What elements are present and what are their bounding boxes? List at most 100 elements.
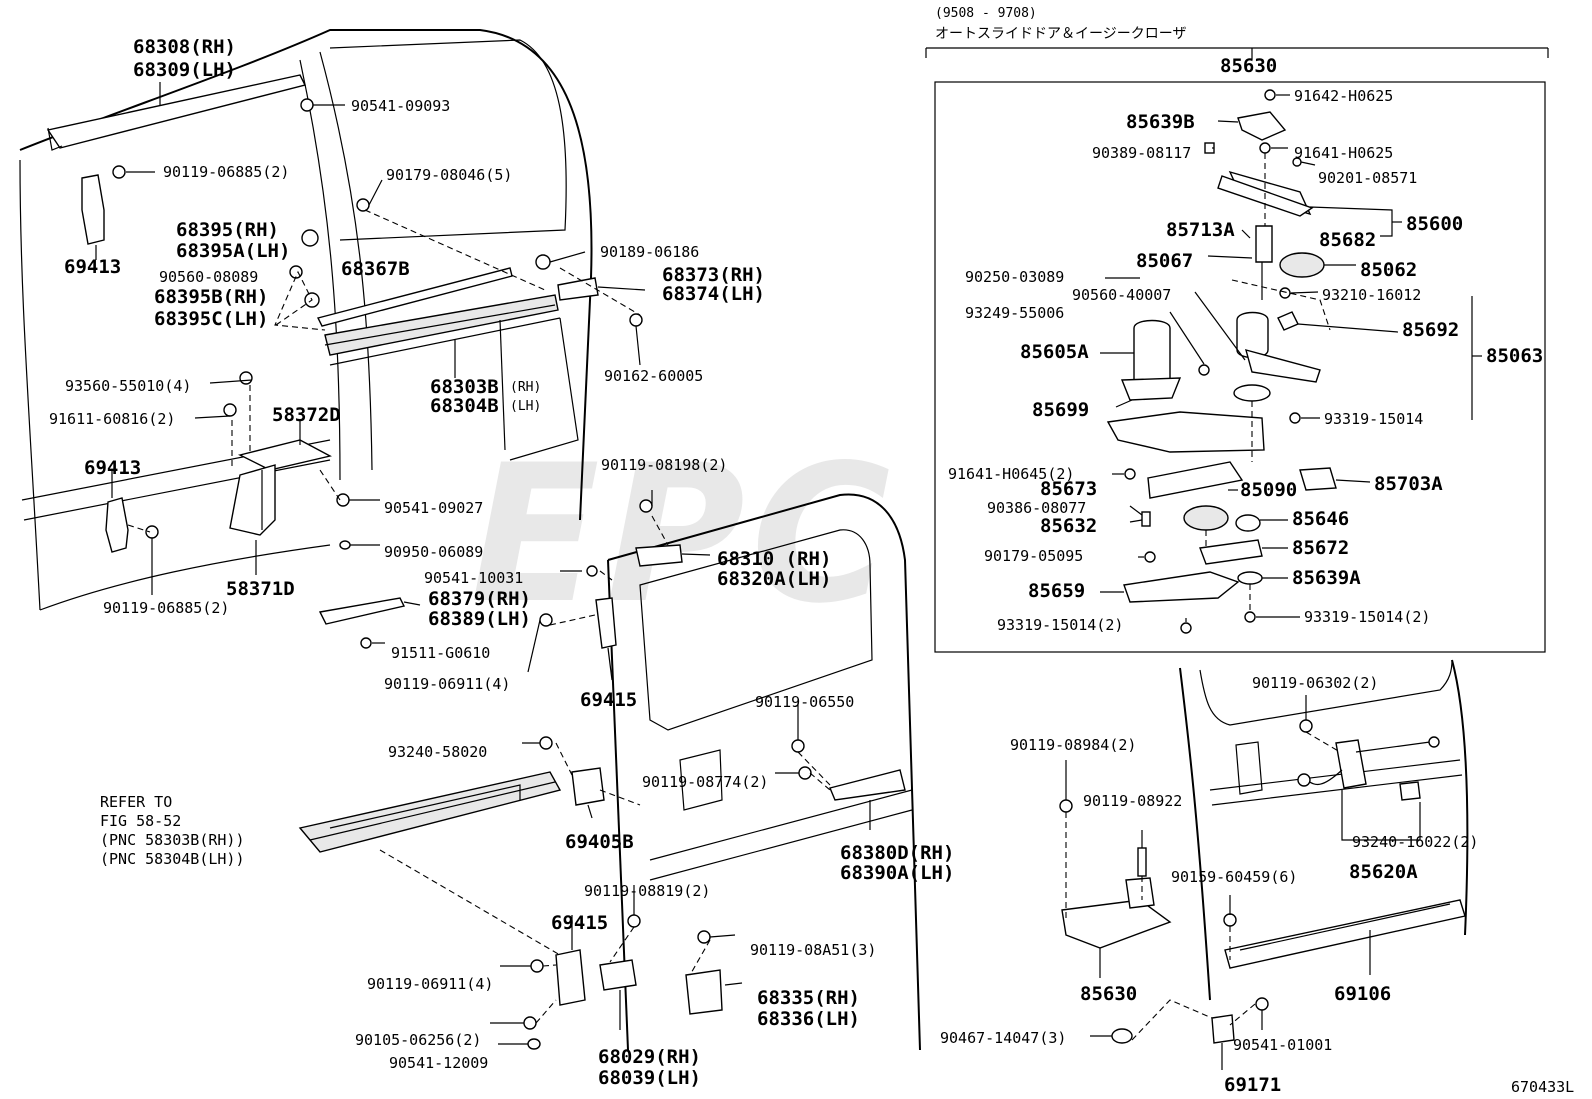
label-69415-upper: 69415 (580, 689, 637, 711)
labels-body: 68308(RH) 68309(LH) 90541-09093 90119-06… (49, 36, 765, 617)
label-90541-12009: 90541-12009 (389, 1054, 488, 1072)
label-85659: 85659 (1028, 580, 1085, 602)
label-68336: 68336(LH) (757, 1008, 860, 1030)
label-85692: 85692 (1402, 319, 1459, 341)
label-68309: 68309(LH) (133, 59, 236, 81)
label-90119-06302: 90119-06302(2) (1252, 674, 1378, 692)
label-85672: 85672 (1292, 537, 1349, 559)
label-68395B: 68395B(RH) (154, 286, 268, 308)
label-68395C: 68395C(LH) (154, 308, 268, 330)
lower-right-drawing (1059, 659, 1469, 1070)
label-93319-15014: 93319-15014 (1324, 410, 1423, 428)
refer-line-1: REFER TO (100, 793, 172, 811)
label-68389: 68389(LH) (428, 608, 531, 630)
label-90179-08046: 90179-08046(5) (386, 166, 512, 184)
label-90119-08922: 90119-08922 (1083, 792, 1182, 810)
label-58372D: 58372D (272, 404, 341, 426)
label-85639B: 85639B (1126, 111, 1195, 133)
label-85067: 85067 (1136, 250, 1193, 272)
label-68310: 68310 (RH) (717, 548, 831, 570)
inset-date-range: (9508 - 9708) (935, 6, 1037, 21)
refer-line-4: (PNC 58304B(LH)) (100, 850, 245, 868)
label-90119-08819: 90119-08819(2) (584, 882, 710, 900)
label-91511-G0610: 91511-G0610 (391, 644, 490, 662)
label-90119-06911-lower: 90119-06911(4) (367, 975, 493, 993)
label-69171: 69171 (1224, 1074, 1281, 1096)
label-93240-16022: 93240-16022(2) (1352, 833, 1478, 851)
label-93240-58020: 93240-58020 (388, 743, 487, 761)
label-90541-01001: 90541-01001 (1233, 1036, 1332, 1054)
label-90541-10031: 90541-10031 (424, 569, 523, 587)
label-85673: 85673 (1040, 478, 1097, 500)
inset-assembly-number: 85630 (1220, 55, 1277, 77)
label-91641-H0625: 91641-H0625 (1294, 144, 1393, 162)
label-68373: 68373(RH) (662, 264, 765, 286)
label-85639A: 85639A (1292, 567, 1361, 589)
label-85632: 85632 (1040, 515, 1097, 537)
label-90119-08774: 90119-08774(2) (642, 773, 768, 791)
label-90386-08077: 90386-08077 (987, 499, 1086, 517)
labels-door: 90119-08198(2) 68310 (RH) 68320A(LH) 905… (355, 456, 954, 1089)
label-93319-15014-left: 93319-15014(2) (997, 616, 1123, 634)
inset-header: (9508 - 9708) オートスライドドア＆イージークローザ 85630 (935, 6, 1277, 77)
label-85713A: 85713A (1166, 219, 1235, 241)
label-90179-05095: 90179-05095 (984, 547, 1083, 565)
label-91642-H0625: 91642-H0625 (1294, 87, 1393, 105)
label-90560-40007: 90560-40007 (1072, 286, 1171, 304)
label-85703A: 85703A (1374, 473, 1443, 495)
label-68303B-side: (RH) (510, 380, 541, 395)
figure-code: 670433L (1511, 1078, 1574, 1096)
refer-line-2: FIG 58-52 (100, 812, 181, 830)
label-85605A: 85605A (1020, 341, 1089, 363)
label-91611-60816: 91611-60816(2) (49, 410, 175, 428)
label-93210-16012: 93210-16012 (1322, 286, 1421, 304)
label-90119-06550: 90119-06550 (755, 693, 854, 711)
label-68029: 68029(RH) (598, 1046, 701, 1068)
label-90541-09027: 90541-09027 (384, 499, 483, 517)
label-68395: 68395(RH) (176, 219, 279, 241)
label-85620A: 85620A (1349, 861, 1418, 883)
label-90189-06186: 90189-06186 (600, 243, 699, 261)
label-90119-06885-lower: 90119-06885(2) (103, 599, 229, 617)
label-68395A: 68395A(LH) (176, 240, 290, 262)
labels-lower-right: 90119-06302(2) 90119-08984(2) 90119-0892… (940, 674, 1478, 1096)
label-85699: 85699 (1032, 399, 1089, 421)
label-90389-08117: 90389-08117 (1092, 144, 1191, 162)
label-68039: 68039(LH) (598, 1067, 701, 1089)
label-85600: 85600 (1406, 213, 1463, 235)
label-68367B: 68367B (341, 258, 410, 280)
label-69413-upper: 69413 (64, 256, 121, 278)
label-90201-08571: 90201-08571 (1318, 169, 1417, 187)
label-68374: 68374(LH) (662, 283, 765, 305)
label-90119-08984: 90119-08984(2) (1010, 736, 1136, 754)
label-68390A: 68390A(LH) (840, 862, 954, 884)
label-69415-lower: 69415 (551, 912, 608, 934)
label-90105-06256: 90105-06256(2) (355, 1031, 481, 1049)
label-90159-60459: 90159-60459(6) (1171, 868, 1297, 886)
label-90119-06911-upper: 90119-06911(4) (384, 675, 510, 693)
refer-note: REFER TO FIG 58-52 (PNC 58303B(RH)) (PNC… (100, 793, 245, 868)
label-85682: 85682 (1319, 229, 1376, 251)
label-93249-55006: 93249-55006 (965, 304, 1064, 322)
label-90560-08089: 90560-08089 (159, 268, 258, 286)
label-90119-06885-upper: 90119-06885(2) (163, 163, 289, 181)
label-93560-55010: 93560-55010(4) (65, 377, 191, 395)
label-90119-08A51: 90119-08A51(3) (750, 941, 876, 959)
label-68304B: 68304B (430, 395, 499, 417)
label-90541-09093: 90541-09093 (351, 97, 450, 115)
watermark: EPC (470, 424, 896, 645)
body-panel-drawing (19, 29, 646, 611)
label-68304B-side: (LH) (510, 399, 541, 414)
label-91641-H0645: 91641-H0645(2) (948, 465, 1074, 483)
label-69106: 69106 (1334, 983, 1391, 1005)
slide-door-drawing (298, 490, 921, 1051)
label-58371D: 58371D (226, 578, 295, 600)
label-69405B: 69405B (565, 831, 634, 853)
label-68335: 68335(RH) (757, 987, 860, 1009)
label-85646: 85646 (1292, 508, 1349, 530)
refer-line-3: (PNC 58303B(RH)) (100, 831, 245, 849)
inset-box (925, 47, 1549, 653)
label-90250-03089: 90250-03089 (965, 268, 1064, 286)
